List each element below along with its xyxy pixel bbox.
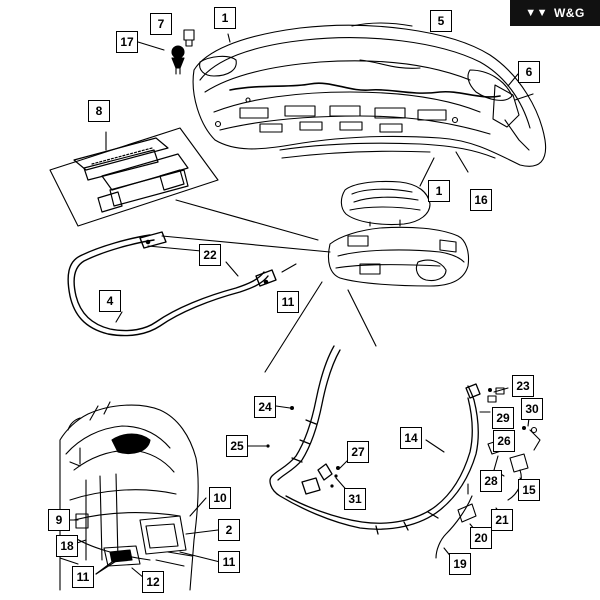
callout-23: 23	[512, 375, 534, 397]
callout-1-center: 1	[428, 180, 450, 202]
callout-24: 24	[254, 396, 276, 418]
brand-mark-icon: ▼▼	[525, 7, 548, 19]
brand-text: W&G	[553, 6, 585, 20]
callout-8: 8	[88, 100, 110, 122]
rear-fascia-illustration	[192, 24, 547, 167]
callout-11-center: 11	[277, 291, 299, 313]
callout-15: 15	[518, 479, 540, 501]
callout-30: 30	[521, 398, 543, 420]
callout-26: 26	[493, 430, 515, 452]
closeout-panel-8-box	[49, 127, 219, 227]
brand-badge: ▼▼ W&G	[510, 0, 600, 26]
callout-16: 16	[470, 189, 492, 211]
leader-lines	[105, 22, 519, 373]
small-fasteners	[266, 388, 526, 488]
trunk-interior-illustration	[59, 401, 199, 591]
pushpin-17-illustration	[171, 45, 185, 75]
callout-29: 29	[492, 407, 514, 429]
callout-19: 19	[449, 553, 471, 575]
callout-18: 18	[56, 535, 78, 557]
callout-2: 2	[218, 519, 240, 541]
vehicle-rear-illustration	[327, 180, 470, 287]
callout-22: 22	[199, 244, 221, 266]
callout-11-right: 11	[218, 551, 240, 573]
callout-20: 20	[470, 527, 492, 549]
callout-1-top: 1	[214, 7, 236, 29]
callout-27: 27	[347, 441, 369, 463]
closeout-panel-8-illustration	[73, 137, 189, 213]
callout-25: 25	[226, 435, 248, 457]
callout-11-left: 11	[72, 566, 94, 588]
callout-12: 12	[142, 571, 164, 593]
interior-leaders	[65, 497, 221, 579]
callout-10: 10	[209, 487, 231, 509]
weatherstrip-4-illustration	[67, 231, 277, 337]
cable-19-20-illustration	[435, 483, 477, 559]
callout-21: 21	[491, 509, 513, 531]
callout-31: 31	[344, 488, 366, 510]
callout-5: 5	[430, 10, 452, 32]
callout-28: 28	[480, 470, 502, 492]
fastener-7-illustration	[183, 29, 195, 47]
callout-14: 14	[400, 427, 422, 449]
callout-9: 9	[48, 509, 70, 531]
callout-4: 4	[99, 290, 121, 312]
callout-7: 7	[150, 13, 172, 35]
callout-6: 6	[518, 61, 540, 83]
release-cable-14-illustration	[269, 345, 481, 535]
callout-17: 17	[116, 31, 138, 53]
